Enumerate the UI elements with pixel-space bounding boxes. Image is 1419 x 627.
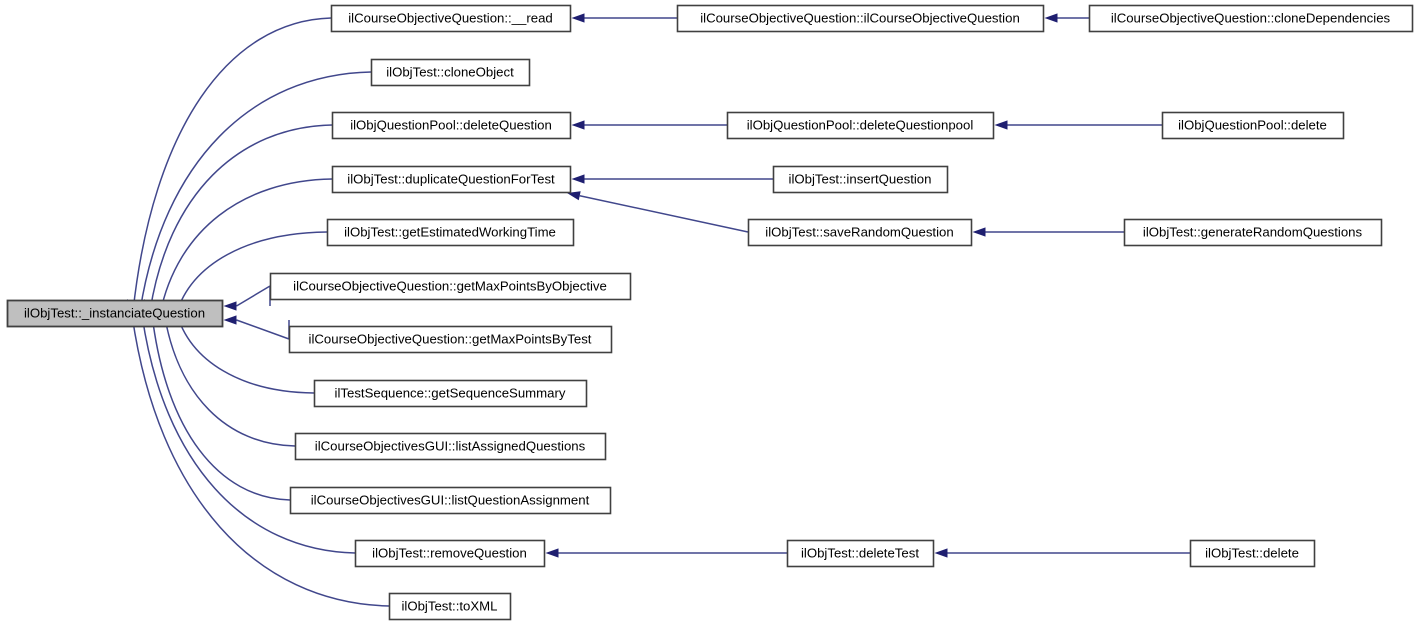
- edge-path: [132, 17, 332, 311]
- node-rect: [1161, 111, 1345, 140]
- edge-arrowhead: [223, 301, 237, 311]
- graph-edge-ilobjtest-delete-to-ilobjtest-deletetest: [934, 548, 1190, 558]
- graph-edge-ilcourseobjectivesgui-listquestionassignment-to-ilobjtest-instanciatequestion: [146, 313, 291, 501]
- edge-path: [163, 312, 296, 447]
- graph-node-ilobjtest-cloneobject[interactable]: ilObjTest::cloneObject: [370, 58, 531, 87]
- graph-edge-ilobjtest-insertquestion-to-ilobjtest-duplicatequestionfortest: [571, 174, 773, 184]
- node-rect: [388, 592, 512, 621]
- edge-arrowhead: [994, 120, 1008, 130]
- graph-edge-ilcourseobjectivequestion-read-to-ilobjtest-instanciatequestion: [127, 17, 332, 313]
- graph-node-ilcourseobjectivequestion-getmaxpointsbytest[interactable]: ilCourseObjectiveQuestion::getMaxPointsB…: [288, 325, 613, 354]
- graph-node-ilobjquestionpool-deletequestionpool[interactable]: ilObjQuestionPool::deleteQuestionpool: [726, 111, 995, 140]
- graph-node-ilcourseobjectivequestion-ilcourseobjectivequestion[interactable]: ilCourseObjectiveQuestion::ilCourseObjec…: [676, 4, 1045, 33]
- graph-edge-ilobjquestionpool-delete-to-ilobjquestionpool-deletequestionpool: [994, 120, 1162, 130]
- graph-edge-ilcourseobjectivequestion-getmaxpointsbytest-to-ilobjtest-instanciatequestion: [223, 315, 290, 340]
- edge-path: [139, 71, 372, 311]
- edge-arrowhead: [571, 120, 585, 130]
- node-rect: [288, 325, 613, 354]
- edge-path: [175, 311, 315, 394]
- graph-edge-ilobjtest-deletetest-to-ilobjtest-removequestion: [545, 548, 787, 558]
- node-rect: [1123, 218, 1383, 247]
- node-rect: [370, 58, 531, 87]
- node-rect: [676, 4, 1045, 33]
- graph-node-ilobjtest-insertquestion[interactable]: ilObjTest::insertQuestion: [772, 165, 949, 194]
- edge-path: [141, 315, 356, 554]
- graph-node-ilcourseobjectivesgui-listquestionassignment[interactable]: ilCourseObjectivesGUI::listQuestionAssig…: [289, 486, 612, 515]
- node-rect: [726, 111, 995, 140]
- graph-node-ilobjquestionpool-deletequestion[interactable]: ilObjQuestionPool::deleteQuestion: [331, 111, 572, 140]
- graph-node-ilobjtest-duplicatequestionfortest[interactable]: ilObjTest::duplicateQuestionForTest: [331, 165, 572, 194]
- node-rect: [786, 539, 935, 568]
- node-layer: ilObjTest::_instanciateQuestionilCourseO…: [6, 4, 1414, 621]
- edge-arrowhead: [571, 174, 585, 184]
- graph-edge-ilcourseobjectivequestion-clonedependencies-to-ilcourseobjectivequestion-ilcourseobjectivequestion: [1044, 13, 1089, 23]
- edge-arrowhead: [545, 548, 559, 558]
- node-rect: [326, 218, 575, 247]
- node-rect: [1088, 4, 1414, 33]
- node-rect: [331, 111, 572, 140]
- graph-node-ilobjtest-getestimatedworkingtime[interactable]: ilObjTest::getEstimatedWorkingTime: [326, 218, 575, 247]
- graph-node-iltestsequence-getsequencesummary[interactable]: ilTestSequence::getSequenceSummary: [313, 379, 588, 408]
- node-rect: [269, 272, 632, 301]
- graph-node-ilobjtest-generaterandomquestions[interactable]: ilObjTest::generateRandomQuestions: [1123, 218, 1383, 247]
- node-rect: [6, 299, 224, 328]
- graph-node-ilcourseobjectivequestion-read[interactable]: ilCourseObjectiveQuestion::__read: [330, 4, 572, 33]
- graph-edge-ilcourseobjectivequestion-getmaxpointsbyobjective-to-ilobjtest-instanciatequestion: [223, 285, 271, 311]
- node-rect: [747, 218, 973, 247]
- edge-layer: [126, 13, 1190, 607]
- edge-path: [175, 231, 328, 315]
- node-rect: [354, 539, 546, 568]
- node-rect: [772, 165, 949, 194]
- node-rect: [1189, 539, 1316, 568]
- node-rect: [294, 432, 607, 461]
- edge-path: [131, 315, 390, 607]
- edge-path: [579, 195, 749, 233]
- graph-node-ilcourseobjectivequestion-clonedependencies[interactable]: ilCourseObjectiveQuestion::cloneDependen…: [1088, 4, 1414, 33]
- graph-node-ilobjquestionpool-delete[interactable]: ilObjQuestionPool::delete: [1161, 111, 1345, 140]
- edge-arrowhead: [934, 548, 948, 558]
- edge-path: [236, 319, 290, 340]
- node-rect: [313, 379, 588, 408]
- graph-edge-ilcourseobjectivesgui-listassignedquestions-to-ilobjtest-instanciatequestion: [158, 310, 296, 447]
- edge-arrowhead: [1044, 13, 1058, 23]
- edge-path: [149, 124, 333, 311]
- graph-edge-ilobjquestionpool-deletequestionpool-to-ilobjquestionpool-deletequestion: [571, 120, 727, 130]
- node-rect: [330, 4, 572, 33]
- edge-arrowhead: [972, 227, 986, 237]
- graph-node-ilcourseobjectivequestion-getmaxpointsbyobjective[interactable]: ilCourseObjectiveQuestion::getMaxPointsB…: [269, 272, 632, 301]
- graph-edge-ilcourseobjectivequestion-ilcourseobjectivequestion-to-ilcourseobjectivequestion-read: [571, 13, 677, 23]
- graph-node-ilobjtest-deletetest[interactable]: ilObjTest::deleteTest: [786, 539, 935, 568]
- edge-arrowhead: [223, 315, 237, 325]
- edge-arrowhead: [571, 13, 585, 23]
- node-rect: [289, 486, 612, 515]
- edge-path: [151, 315, 291, 501]
- graph-node-ilobjtest-toxml[interactable]: ilObjTest::toXML: [388, 592, 512, 621]
- graph-node-ilobjtest-saverandomquestion[interactable]: ilObjTest::saveRandomQuestion: [747, 218, 973, 247]
- graph-edge-ilobjtest-generaterandomquestions-to-ilobjtest-saverandomquestion: [972, 227, 1124, 237]
- graph-node-ilobjtest-removequestion[interactable]: ilObjTest::removeQuestion: [354, 539, 546, 568]
- edge-path: [159, 178, 333, 314]
- graph-node-ilobjtest-delete[interactable]: ilObjTest::delete: [1189, 539, 1316, 568]
- graph-node-ilcourseobjectivesgui-listassignedquestions[interactable]: ilCourseObjectivesGUI::listAssignedQuest…: [294, 432, 607, 461]
- node-rect: [331, 165, 572, 194]
- graph-node-ilobjtest-instanciatequestion[interactable]: ilObjTest::_instanciateQuestion: [6, 299, 224, 328]
- edge-arrowhead: [567, 191, 581, 201]
- edge-path: [236, 285, 271, 307]
- graph-edge-ilobjtest-saverandomquestion-to-ilobjtest-duplicatequestionfortest: [567, 191, 749, 233]
